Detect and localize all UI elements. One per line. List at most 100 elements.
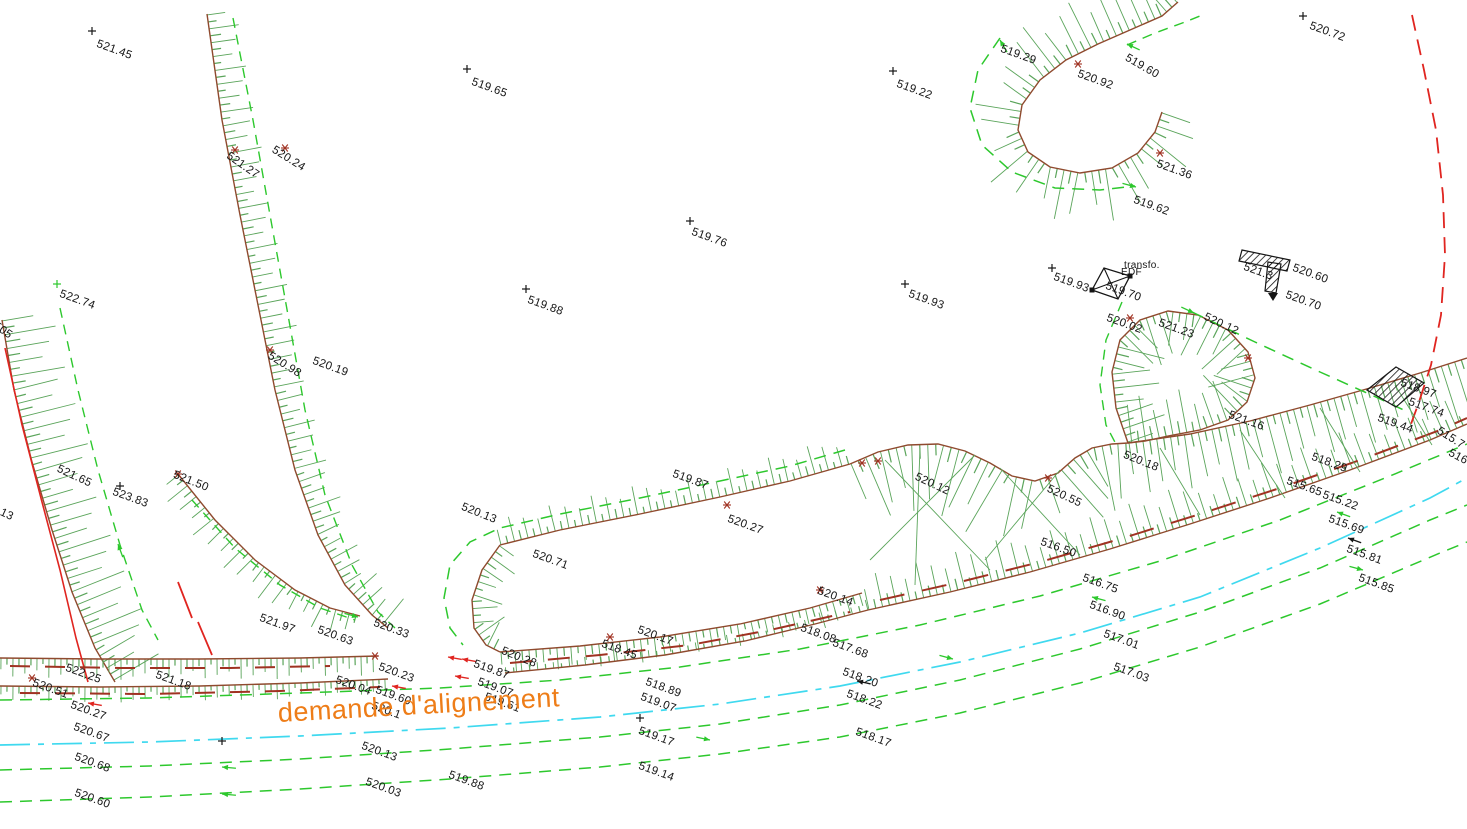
station-star-marker-13: [281, 144, 289, 152]
point-cross-marker-2: [889, 67, 897, 75]
talus-crest-0: [206, 13, 389, 629]
hatched-wall-0: [1238, 249, 1291, 272]
slope-line-23: [984, 469, 1061, 561]
talus-hatch-1: [2, 315, 159, 681]
talus-hatch-4: [0, 679, 386, 703]
station-star-marker-22: [816, 586, 824, 594]
arrow-marker-green-33: [221, 764, 237, 771]
station-star-marker-27: [1244, 354, 1252, 362]
utility-line-cyan-11: [0, 477, 1467, 746]
arrow-marker-black-47: [1347, 537, 1362, 544]
slope-line-27: [1319, 407, 1361, 473]
point-cross-marker-9: [218, 737, 226, 745]
talus-hatch-13: [1112, 311, 1255, 443]
slope-line-25: [1159, 447, 1201, 516]
wall-bar-line-17: [879, 417, 1467, 601]
arrow-marker-green-44: [344, 612, 359, 618]
arrow-marker-green-42: [1349, 565, 1364, 571]
contour-line-green-1: [59, 307, 159, 641]
station-star-marker-18: [723, 501, 731, 509]
point-cross-marker-6: [901, 280, 909, 288]
contour-line-green-5: [1099, 301, 1123, 449]
point-cross-marker-4: [686, 217, 694, 225]
hatched-wall-2: [1365, 366, 1426, 408]
talus-crest-9: [867, 423, 1467, 611]
arrow-marker-black-46: [856, 679, 871, 685]
contour-line-green-0: [232, 17, 396, 629]
talus-crest-3: [0, 655, 379, 660]
talus-crest-8: [504, 609, 869, 674]
arrow-marker-green-40: [1091, 596, 1106, 602]
spot-height-label-transfo.: transfo.: [1124, 260, 1160, 271]
point-cross-marker-10: [636, 714, 644, 722]
station-star-marker-20: [874, 457, 882, 465]
station-star-marker-23: [606, 633, 614, 641]
contour-line-green-6: [1191, 311, 1409, 413]
boundary-line-red-12: [1410, 14, 1446, 425]
station-star-marker-16: [1156, 149, 1164, 157]
contour-line-green-2: [191, 499, 356, 621]
slope-line-22: [999, 467, 1081, 556]
station-star-marker-12: [231, 146, 239, 154]
talus-crest-6: [471, 544, 501, 653]
contour-line-green-3: [969, 37, 1136, 191]
arrow-marker-red-31: [454, 674, 469, 680]
arrow-marker-green-36: [999, 39, 1008, 53]
point-cross-marker-0: [88, 27, 96, 35]
station-star-marker-26: [1126, 314, 1134, 322]
station-star-marker-25: [28, 674, 36, 682]
point-cross-marker-3: [1299, 12, 1307, 20]
talus-crest-4: [0, 678, 389, 688]
talus-crest-12: [1017, 1, 1179, 174]
talus-hatch-6: [472, 545, 515, 650]
slope-line-21: [869, 454, 976, 561]
contour-line-green-8: [0, 443, 1467, 701]
point-cross-marker-green-11: [53, 280, 61, 288]
arrow-marker-green-39: [1181, 306, 1195, 314]
slope-line-26: [1239, 429, 1286, 499]
point-cross-marker-8: [116, 482, 124, 490]
point-cross-marker-1: [463, 65, 471, 73]
talus-hatch-5: [496, 446, 850, 545]
station-star-marker-17: [174, 470, 182, 478]
station-star-marker-15: [1074, 60, 1082, 68]
arrow-marker-green-43: [696, 736, 711, 742]
point-cross-marker-5: [522, 285, 530, 293]
talus-hatch-8: [504, 599, 869, 673]
arrow-marker-green-45: [939, 654, 954, 660]
boundary-line-red-14: [177, 581, 193, 619]
talus-hatch-12: [975, 0, 1194, 221]
talus-hatch-0: [207, 11, 404, 625]
slope-line-20: [884, 459, 991, 571]
slope-line-24: [914, 447, 921, 586]
talus-crest-10: [849, 442, 1129, 482]
arrow-marker-green-37: [1122, 182, 1137, 188]
contour-line-green-7: [443, 449, 846, 646]
boundary-line-red-13: [4, 347, 89, 683]
arrow-marker-green-38: [1126, 43, 1140, 51]
contour-line-green-9: [0, 504, 1467, 771]
arrow-marker-red-29: [391, 684, 406, 690]
arrow-marker-green-41: [1336, 511, 1351, 518]
station-star-marker-14: [266, 346, 274, 354]
arrow-marker-green-35: [117, 543, 124, 558]
arrow-marker-red-28: [447, 655, 462, 661]
hatched-wall-1: [1264, 261, 1282, 294]
point-cross-marker-7: [1048, 264, 1056, 272]
talus-crest-7: [499, 592, 863, 653]
wall-end-tick: [1268, 293, 1278, 301]
talus-crest-13: [1111, 310, 1256, 444]
talus-crest-11: [1127, 357, 1467, 444]
arrow-marker-green-34: [221, 791, 237, 798]
arrow-marker-red-30: [461, 657, 476, 663]
station-star-marker-19: [858, 459, 866, 467]
transformer-symbol: [1089, 267, 1133, 300]
talus-hatch-7: [500, 593, 864, 672]
arrow-marker-red-32: [87, 701, 102, 707]
talus-crest-5: [499, 463, 851, 546]
station-star-marker-21: [1044, 474, 1052, 482]
